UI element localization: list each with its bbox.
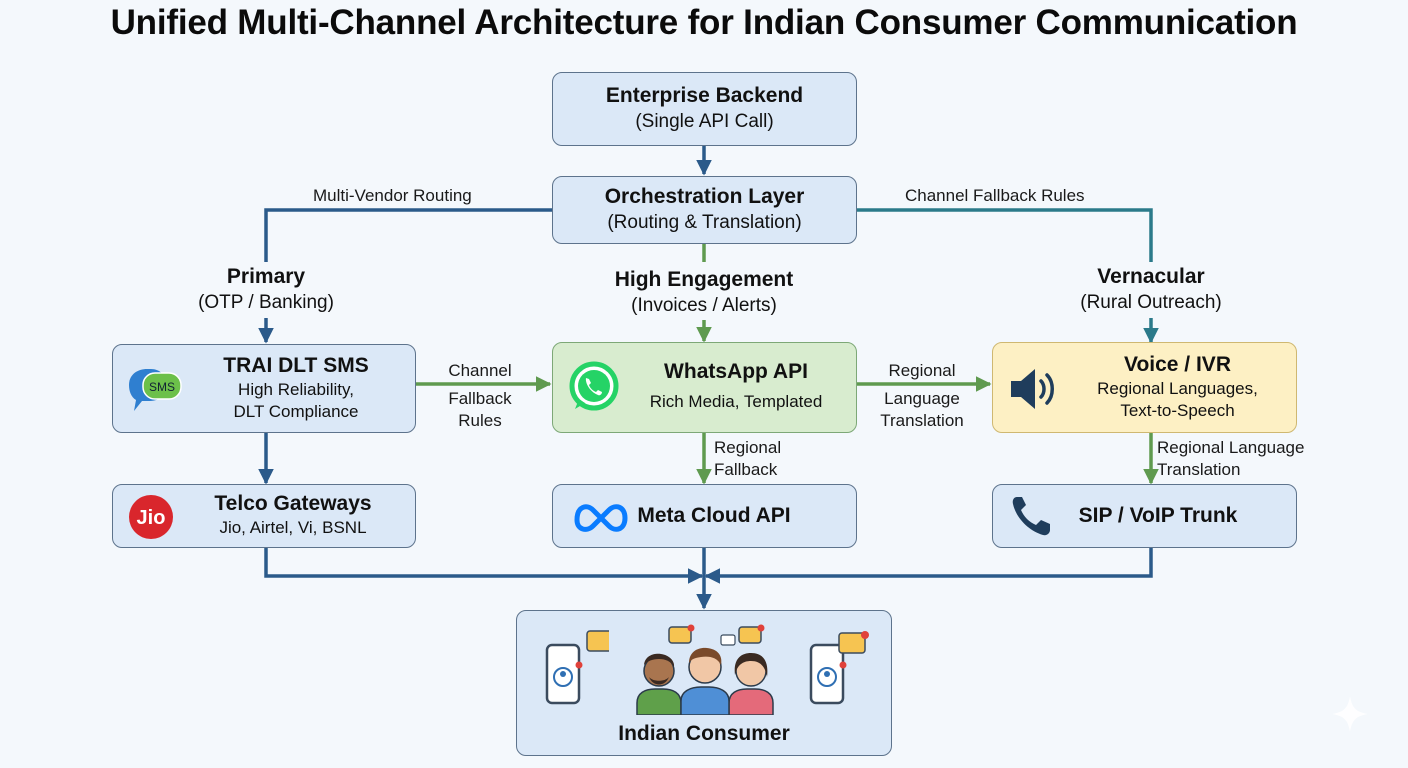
label-regional-fallback: Regional Fallback [714, 437, 781, 481]
indian-consumer-node: Indian Consumer [516, 610, 892, 756]
label-regional-translation-l2: Language [884, 389, 960, 408]
edge-telco-merge [264, 548, 704, 584]
sms-title: TRAI DLT SMS [223, 354, 369, 377]
label-multi-vendor-routing: Multi-Vendor Routing [313, 186, 472, 205]
meta-cloud-api-node: Meta Cloud API [552, 484, 857, 548]
edge-sip-merge [704, 548, 1153, 584]
jio-logo: Jio [129, 495, 173, 539]
branch-primary-subtitle: (OTP / Banking) [198, 292, 334, 313]
sip-title: SIP / VoIP Trunk [1078, 504, 1238, 527]
telco-title: Telco Gateways [214, 492, 372, 515]
orchestration-subtitle: (Routing & Translation) [607, 212, 802, 233]
branch-engagement-subtitle: (Invoices / Alerts) [631, 295, 777, 316]
trai-dlt-sms-node: SMS TRAI DLT SMS High Reliability, DLT C… [112, 344, 416, 433]
label-regional-fallback-l1: Regional [714, 438, 782, 457]
label-regional-translation: Regional Language Translation [866, 360, 978, 432]
page-title: Unified Multi-Channel Architecture for I… [110, 3, 1298, 42]
sms-chat-icon: SMS [129, 369, 182, 411]
label-channel-fallback-l2: Fallback [448, 389, 512, 408]
branch-vernacular: Vernacular (Rural Outreach) [1051, 264, 1251, 316]
label-regional-fallback-l2: Fallback [714, 460, 778, 479]
branch-primary-title: Primary [226, 265, 306, 288]
label-regional-translation-l1: Regional [888, 361, 956, 380]
orchestration-layer-node: Orchestration Layer (Routing & Translati… [552, 176, 857, 244]
mobile-phone-icon [545, 630, 609, 705]
orchestration-title: Orchestration Layer [604, 185, 805, 208]
label-channel-fallback-l3: Rules [458, 411, 502, 430]
branch-high-engagement: High Engagement (Invoices / Alerts) [584, 267, 824, 319]
jio-logo-text: Jio [137, 507, 166, 529]
voice-line1: Regional Languages, [1097, 379, 1258, 398]
label-channel-fallback: Channel Fallback Rules [430, 360, 530, 432]
label-channel-fallback-l1: Channel [448, 361, 512, 380]
phone-icon [1012, 497, 1050, 536]
enterprise-subtitle: (Single API Call) [635, 111, 774, 132]
label-regional-language: Regional Language Translation [1157, 437, 1304, 481]
sms-icon-text: SMS [149, 380, 175, 394]
people-icon [636, 624, 774, 715]
edge-multi-vendor [264, 208, 552, 262]
sms-line1: High Reliability, [238, 380, 354, 399]
sparkle-icon [1332, 696, 1368, 732]
whatsapp-api-node: WhatsApp API Rich Media, Templated [552, 342, 857, 433]
sms-line2: DLT Compliance [233, 402, 359, 421]
voice-ivr-node: Voice / IVR Regional Languages, Text-to-… [992, 342, 1297, 433]
label-regional-language-l1: Regional Language [1157, 438, 1305, 457]
branch-vernacular-title: Vernacular [1097, 265, 1205, 288]
voice-title: Voice / IVR [1124, 353, 1231, 376]
sip-voip-trunk-node: SIP / VoIP Trunk [992, 484, 1297, 548]
edge-fallback-rules [856, 208, 1153, 262]
whatsapp-subtitle: Rich Media, Templated [649, 392, 823, 411]
whatsapp-icon [569, 361, 619, 411]
consumer-title: Indian Consumer [618, 722, 790, 745]
branch-engagement-title: High Engagement [614, 268, 794, 291]
telco-gateways-node: Jio Telco Gateways Jio, Airtel, Vi, BSNL [112, 484, 416, 548]
meta-logo-icon [574, 504, 628, 532]
label-regional-translation-l3: Translation [880, 411, 964, 430]
speaker-icon [1011, 369, 1054, 409]
voice-line2: Text-to-Speech [1120, 401, 1235, 420]
meta-title: Meta Cloud API [637, 504, 791, 527]
branch-vernacular-subtitle: (Rural Outreach) [1080, 292, 1222, 313]
whatsapp-title: WhatsApp API [664, 360, 808, 383]
label-channel-fallback-rules: Channel Fallback Rules [905, 186, 1085, 205]
enterprise-title: Enterprise Backend [605, 84, 804, 107]
mobile-phone-icon [809, 631, 869, 705]
branch-primary: Primary (OTP / Banking) [166, 264, 366, 316]
enterprise-backend-node: Enterprise Backend (Single API Call) [552, 72, 857, 146]
label-regional-language-l2: Translation [1157, 460, 1241, 479]
telco-subtitle: Jio, Airtel, Vi, BSNL [219, 518, 367, 537]
